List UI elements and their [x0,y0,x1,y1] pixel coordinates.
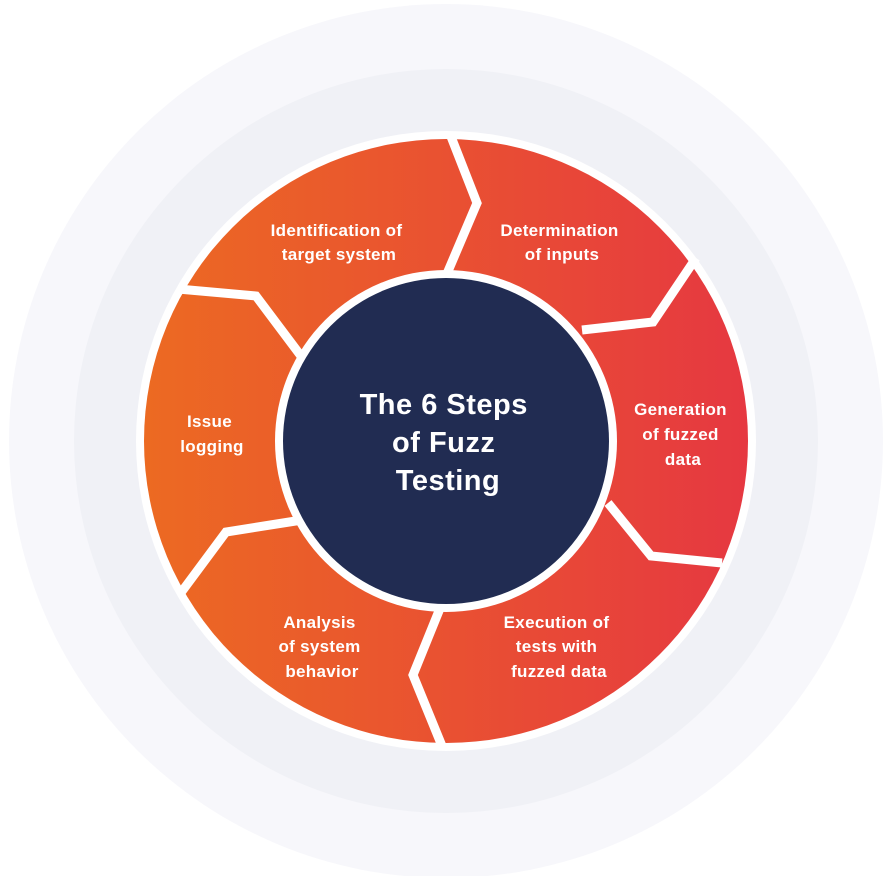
step-1-label-line-1: Identification of [271,221,403,240]
step-6-label-line-2: logging [180,437,243,456]
divider-6-1 [177,284,308,363]
step-5-label-line-1: Analysis [283,613,355,632]
step-dividers [176,132,723,748]
step-2-label-line-1: Determination [500,221,618,240]
divider-3-4 [604,500,723,568]
center-disc [283,278,609,604]
divider-1-2 [441,132,482,278]
center-title-line-2: of Fuzz [392,427,495,459]
step-4-label-line-2: tests with [516,637,597,656]
step-1-label: Identification of target system [271,221,408,264]
divider-4-5 [408,599,448,748]
step-4-label-line-3: fuzzed data [511,662,607,681]
step-5-label-line-3: behavior [285,662,358,681]
step-3-label-line-1: Generation [634,400,727,419]
step-6-label: Issue logging [180,412,243,456]
step-6-label-line-1: Issue [187,412,232,431]
step-2-label-line-2: of inputs [525,245,599,264]
step-4-label-line-1: Execution of [504,613,610,632]
step-3-label-line-3: data [665,450,701,469]
center-title-line-3: Testing [396,465,500,497]
step-2-label: Determination of inputs [500,221,623,264]
divider-5-6 [176,515,303,597]
step-5-label: Analysis of system behavior [278,613,365,681]
center-title: The 6 Steps of Fuzz Testing [360,389,537,497]
center-title-line-1: The 6 Steps [360,389,528,421]
step-4-label: Execution of tests with fuzzed data [504,613,615,681]
step-5-label-line-2: of system [278,637,360,656]
divider-2-3 [581,255,700,335]
step-3-label-line-2: of fuzzed [642,425,718,444]
step-3-label: Generation of fuzzed data [634,400,732,469]
step-1-label-line-2: target system [282,245,396,264]
